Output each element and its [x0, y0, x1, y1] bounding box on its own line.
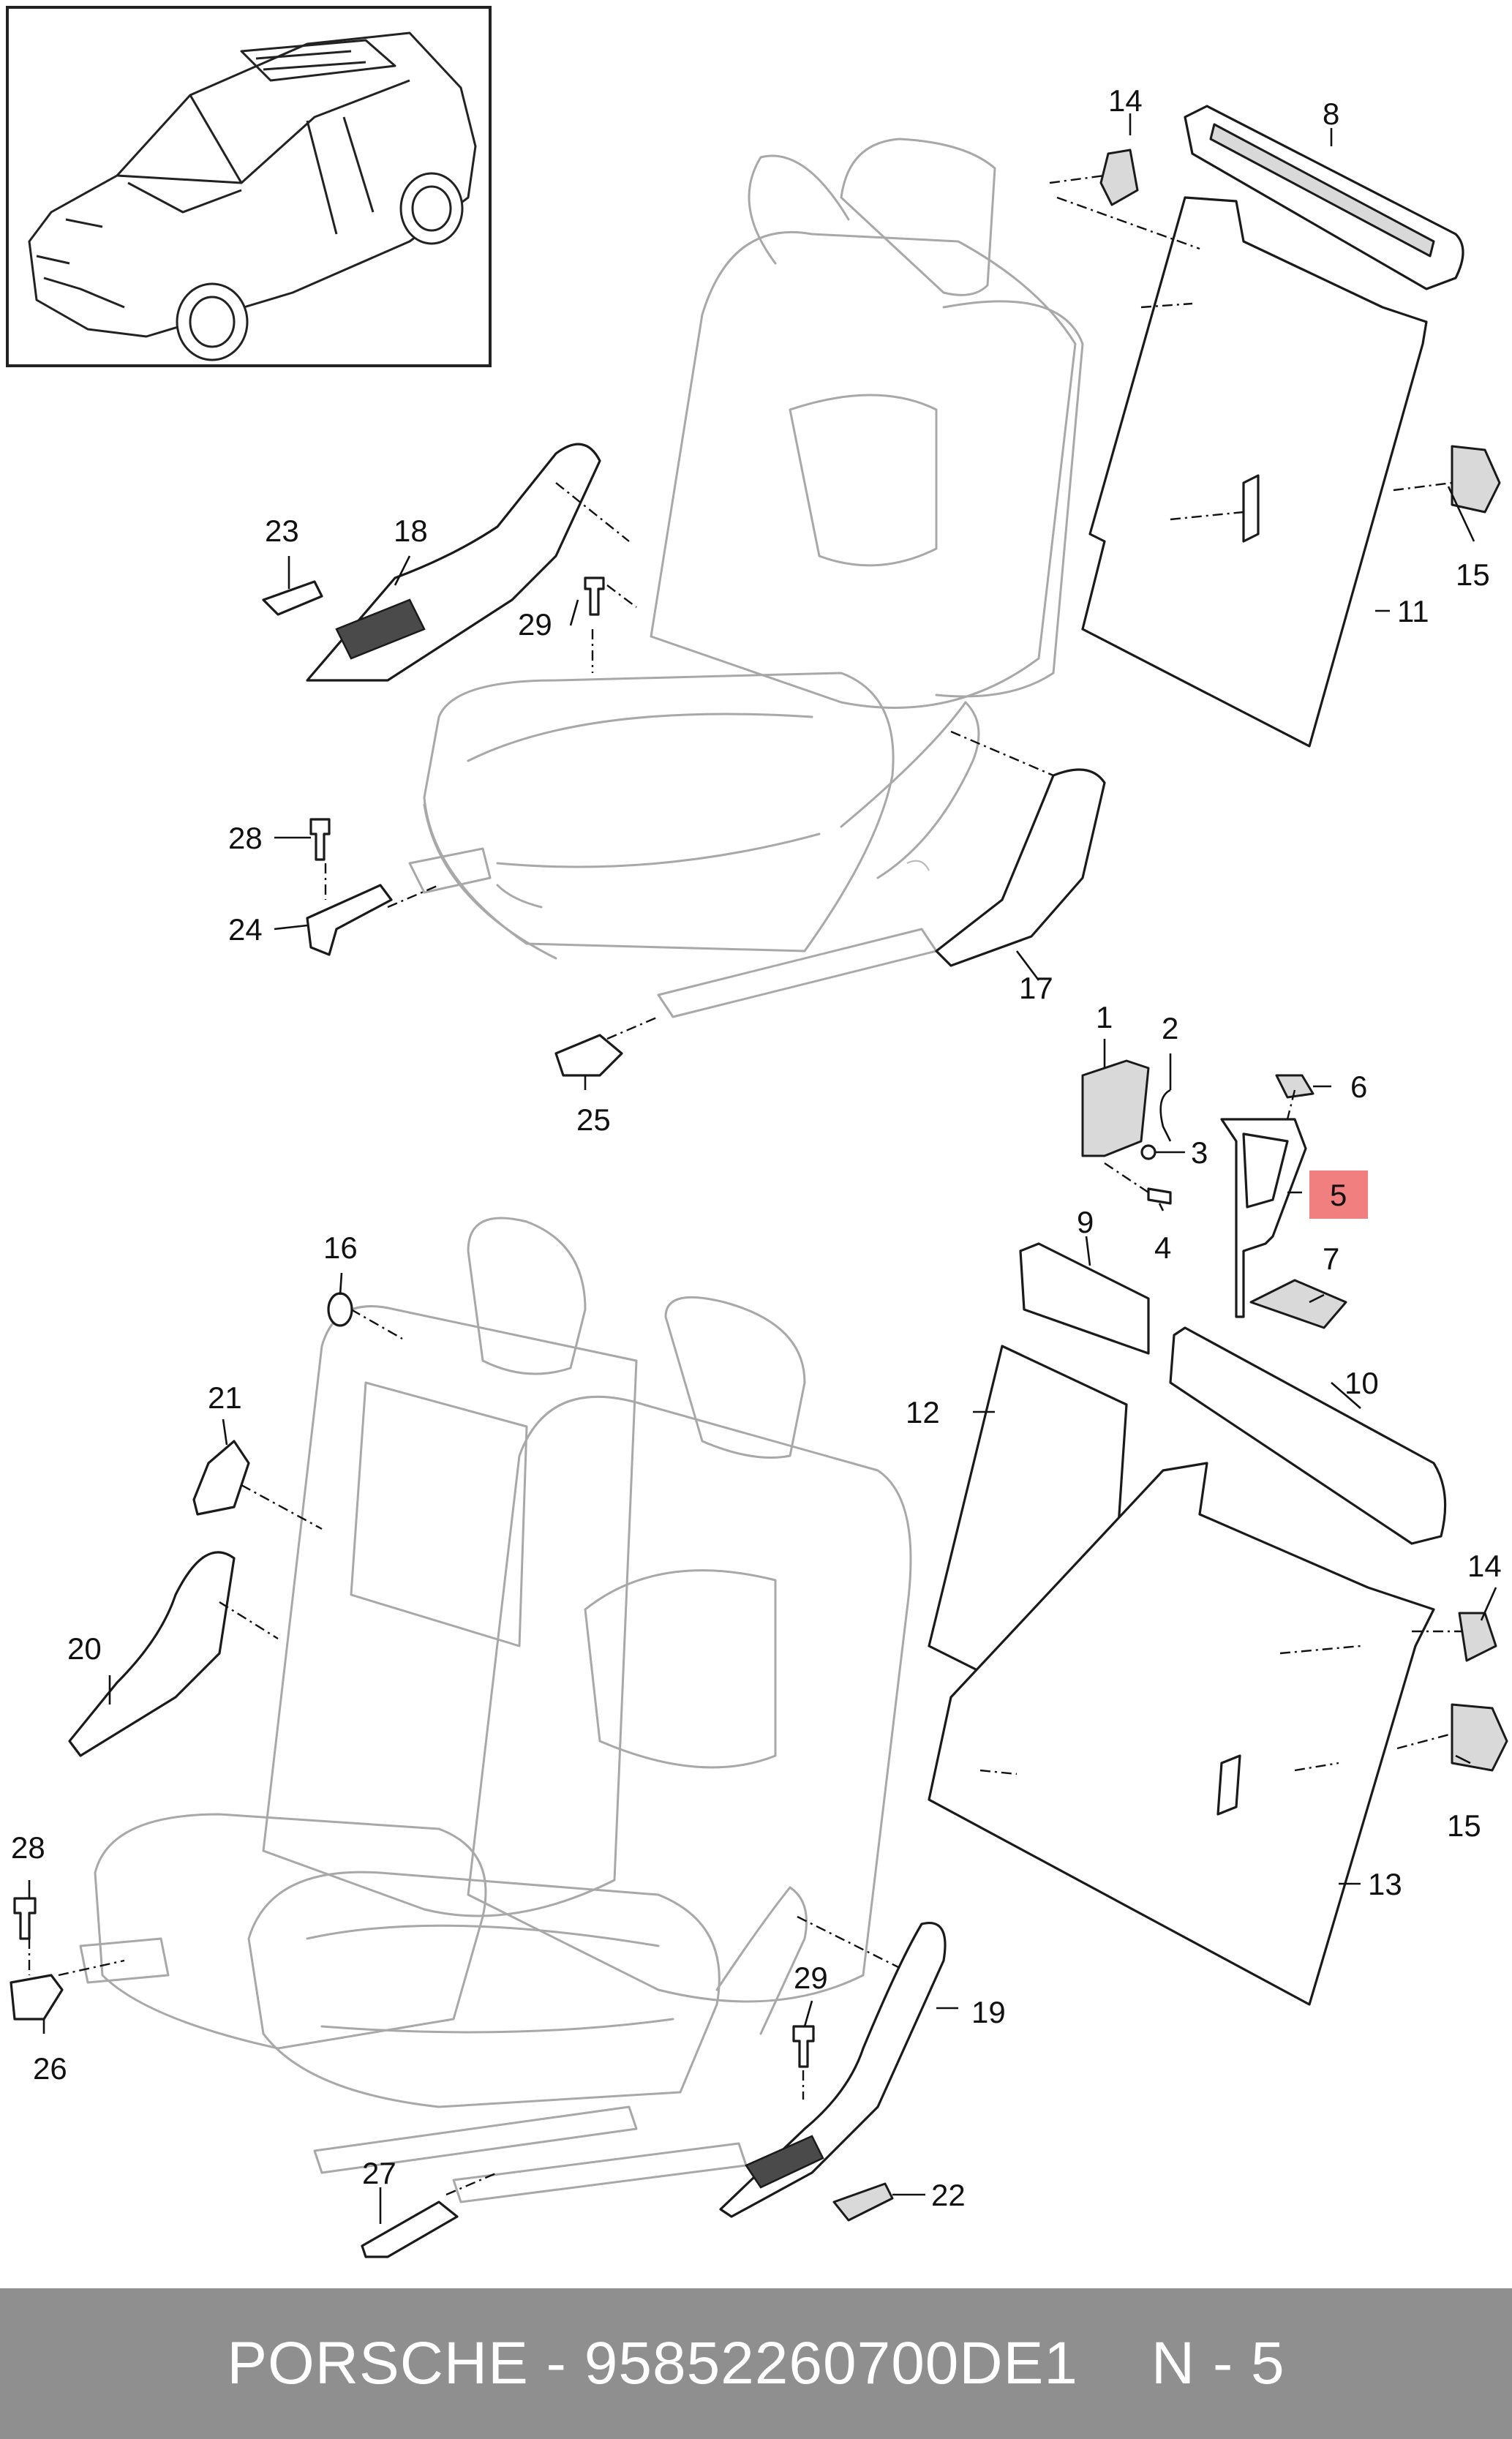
callout-27: 27	[362, 2156, 396, 2190]
callout-11: 11	[1397, 594, 1429, 628]
part-6-cap	[1275, 1074, 1314, 1099]
highlight-box-part-5	[1309, 1170, 1368, 1219]
part-22-knob	[832, 2182, 894, 2222]
part-2-spring	[1159, 1089, 1172, 1142]
part-11-rear-panel	[1081, 196, 1428, 748]
callout-22: 22	[931, 2178, 966, 2212]
callout-12: 12	[906, 1395, 940, 1429]
callout-3: 3	[1191, 1135, 1208, 1170]
part-24-clip	[306, 884, 393, 956]
callout-6: 6	[1350, 1070, 1367, 1104]
callout-24: 24	[228, 912, 263, 947]
callout-1: 1	[1096, 1000, 1113, 1034]
upper-seat-outline	[408, 138, 1084, 1018]
part-9-trim	[1019, 1242, 1150, 1355]
part-13-large-panel	[928, 1462, 1435, 2006]
part-15-bracket-bottom	[1451, 1703, 1508, 1772]
lower-seat-outline	[79, 1217, 912, 2203]
callout-26: 26	[33, 2051, 67, 2086]
part-27-clip	[361, 2201, 459, 2258]
part-15-bracket-top	[1451, 445, 1501, 514]
callout-5: 5	[1330, 1178, 1347, 1212]
parts-exploded-diagram: 14 8 15 11 23 18 29 28 24 17 25 1 2 3 4 …	[10, 31, 1508, 2258]
callout-7: 7	[1323, 1241, 1339, 1276]
part-23-knob	[262, 580, 323, 616]
callout-14-top: 14	[1108, 83, 1143, 118]
part-footer: PORSCHE - 95852260700DE1 N - 5	[0, 2288, 1512, 2439]
callout-17: 17	[1019, 971, 1053, 1005]
part-20-side-trim	[68, 1551, 236, 1757]
callout-20: 20	[67, 1631, 102, 1666]
callout-4: 4	[1154, 1230, 1171, 1265]
part-26-clip	[10, 1974, 64, 2021]
vehicle-thumbnail-frame	[6, 6, 492, 367]
part-17-side-panel	[935, 768, 1106, 967]
callout-15-bottom: 15	[1447, 1808, 1481, 1843]
part-11-slot	[1242, 474, 1260, 543]
part-8-detail	[1209, 123, 1435, 258]
part-18-switch	[335, 598, 426, 660]
callout-labels: 14 8 15 11 23 18 29 28 24 17 25 1 2 3 4 …	[11, 83, 1502, 2212]
part-21-clip	[192, 1440, 250, 1516]
callout-8: 8	[1323, 97, 1339, 131]
callout-9: 9	[1077, 1205, 1094, 1239]
callout-19: 19	[971, 1995, 1006, 2029]
part-7-pad	[1249, 1279, 1347, 1329]
callout-28-bottom: 28	[11, 1830, 45, 1865]
callout-2: 2	[1162, 1011, 1178, 1045]
callout-23: 23	[265, 514, 299, 548]
part-16-grommet	[327, 1292, 353, 1327]
assembly-lines	[28, 174, 1463, 2196]
part-25-clip	[554, 1034, 623, 1077]
part-19-switch	[745, 2135, 824, 2189]
callout-29-top: 29	[518, 607, 552, 642]
part-1-bracket	[1081, 1059, 1150, 1157]
callout-13: 13	[1368, 1867, 1402, 1901]
callout-21: 21	[208, 1380, 242, 1415]
callout-10: 10	[1344, 1366, 1379, 1400]
callout-16: 16	[323, 1230, 358, 1265]
callout-29-bottom: 29	[794, 1961, 828, 1995]
footer-ref-prefix: N	[1151, 2330, 1196, 2397]
part-29-bolt-top	[584, 576, 605, 616]
part-29-bolt-bottom	[792, 2025, 815, 2068]
vehicle-illustration	[28, 31, 477, 361]
part-28-bolt-top	[309, 818, 331, 861]
footer-brand: PORSCHE	[227, 2330, 529, 2397]
footer-ref-number: 5	[1251, 2330, 1285, 2397]
part-3-pin	[1140, 1144, 1156, 1160]
footer-part-number: 95852260700DE1	[584, 2330, 1078, 2397]
footer-ref-separator: -	[1212, 2330, 1234, 2397]
callout-14-bottom: 14	[1467, 1549, 1502, 1583]
part-19-side-trim	[719, 1922, 947, 2218]
part-5-frame	[1220, 1118, 1307, 1318]
callout-15-top: 15	[1456, 557, 1490, 592]
part-5-inner	[1242, 1132, 1289, 1209]
part-14-clip-bottom	[1458, 1612, 1497, 1662]
part-28-bolt-bottom	[13, 1897, 37, 1940]
callout-18: 18	[394, 514, 428, 548]
part-13-slot	[1216, 1754, 1241, 1816]
part-4-screw	[1147, 1187, 1172, 1205]
leader-lines	[28, 113, 1497, 2224]
callout-28-top: 28	[228, 821, 263, 855]
part-10-trim-bar	[1169, 1326, 1447, 1545]
callout-25: 25	[576, 1102, 611, 1137]
part-14-clip-top	[1099, 149, 1139, 206]
footer-separator: -	[546, 2330, 567, 2397]
